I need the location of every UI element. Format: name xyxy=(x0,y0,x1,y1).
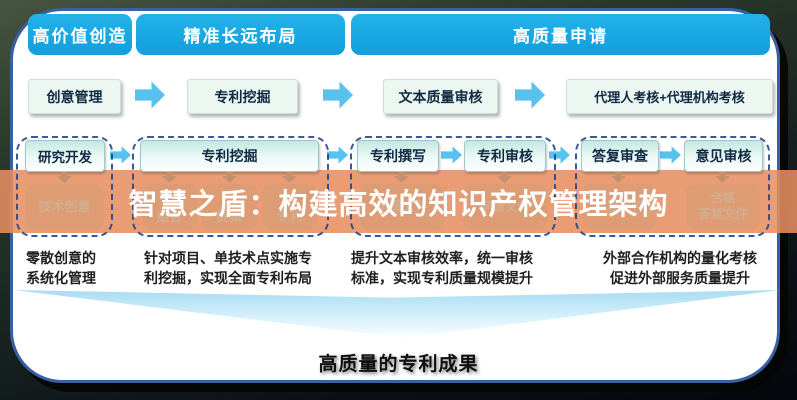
description-line: 提升文本审核效率，统一审核 xyxy=(351,250,533,266)
phase-header-high-quality-application: 高质量申请 xyxy=(351,14,770,55)
process-step-response-review: 答复审查 xyxy=(581,140,659,172)
arrow-down-icon xyxy=(394,172,409,183)
description-external: 外部合作机构的量化考核 促进外部服务质量提升 xyxy=(585,248,775,288)
output-box-response-doc: 答复文件 xyxy=(583,184,655,230)
arrow-down-icon xyxy=(715,172,730,183)
phase-header-precise-layout: 精准长远布局 xyxy=(136,14,345,55)
process-step-patent-drafting: 专利撰写 xyxy=(357,140,439,172)
process-group-research xyxy=(16,136,113,237)
output-label: 提案 xyxy=(216,208,243,224)
output-label: 申请文件 xyxy=(375,198,428,214)
output-box-application-doc-1: 申请文件 xyxy=(360,184,444,230)
process-group-drafting-review xyxy=(350,136,556,237)
output-box-proposal: 提案 xyxy=(202,184,257,230)
process-step-opinion-review: 意见审核 xyxy=(684,140,763,172)
arrow-down-icon xyxy=(611,172,626,183)
banner-title: 智慧之盾：构建高效的知识产权管理架构 xyxy=(128,188,669,221)
arrow-down-icon xyxy=(162,172,177,183)
phase-header-high-value-creation: 高价值创造 xyxy=(28,14,132,55)
flow-step-patent-mining: 专利挖掘 xyxy=(187,79,298,114)
output-box-application-doc-2: 申请文件 xyxy=(463,184,547,230)
output-label: 专利 xyxy=(276,208,303,224)
description-research: 零散创意的 系统化管理 xyxy=(26,248,156,288)
output-box-patent: 专利 xyxy=(262,184,317,230)
flow-step-idea-management: 创意管理 xyxy=(28,79,121,114)
description-line: 标准，实现专利质量规模提升 xyxy=(351,270,533,286)
output-label: 答复文件 xyxy=(592,198,645,214)
output-label: 组合 xyxy=(156,208,183,224)
process-group-mining xyxy=(132,136,329,237)
description-line: 外部合作机构的量化考核 xyxy=(603,250,757,266)
arrow-down-icon xyxy=(222,172,237,183)
description-mining: 针对项目、单技术点实施专 利挖掘，实现全面专利布局 xyxy=(144,248,334,288)
arrow-down-icon xyxy=(282,172,297,183)
description-line: 零散创意的 xyxy=(26,250,96,266)
description-line: 促进外部服务质量提升 xyxy=(610,270,750,286)
process-step-patent-review: 专利审核 xyxy=(464,140,546,172)
process-step-research-dev: 研究开发 xyxy=(25,140,105,172)
output-label: 答复文件 xyxy=(697,207,748,221)
output-box-tech-idea: 技术创意 xyxy=(26,184,103,230)
description-line: 针对项目、单技术点实施专 xyxy=(144,250,312,266)
process-step-patent-mining: 专利挖掘 xyxy=(140,140,319,172)
flow-step-text-quality-review: 文本质量审核 xyxy=(383,79,498,114)
output-box-qualified-response-doc: 合格 答复文件 xyxy=(686,184,760,230)
description-review: 提升文本审核效率，统一审核 标准，实现专利质量规模提升 xyxy=(351,248,561,288)
output-label: 技术创意 xyxy=(38,198,91,214)
output-label: 申请文件 xyxy=(478,198,531,214)
description-line: 系统化管理 xyxy=(26,270,96,286)
flow-step-agent-assessment: 代理人考核+代理机构考核 xyxy=(566,79,773,114)
process-group-response xyxy=(575,136,770,237)
output-label: 合格 xyxy=(710,191,736,206)
output-box-portfolio: 组合 xyxy=(142,184,197,230)
result-title: 高质量的专利成果 xyxy=(318,354,479,375)
arrow-down-icon xyxy=(57,172,72,183)
description-line: 利挖掘，实现全面专利布局 xyxy=(144,270,312,286)
arrow-down-icon xyxy=(497,172,512,183)
